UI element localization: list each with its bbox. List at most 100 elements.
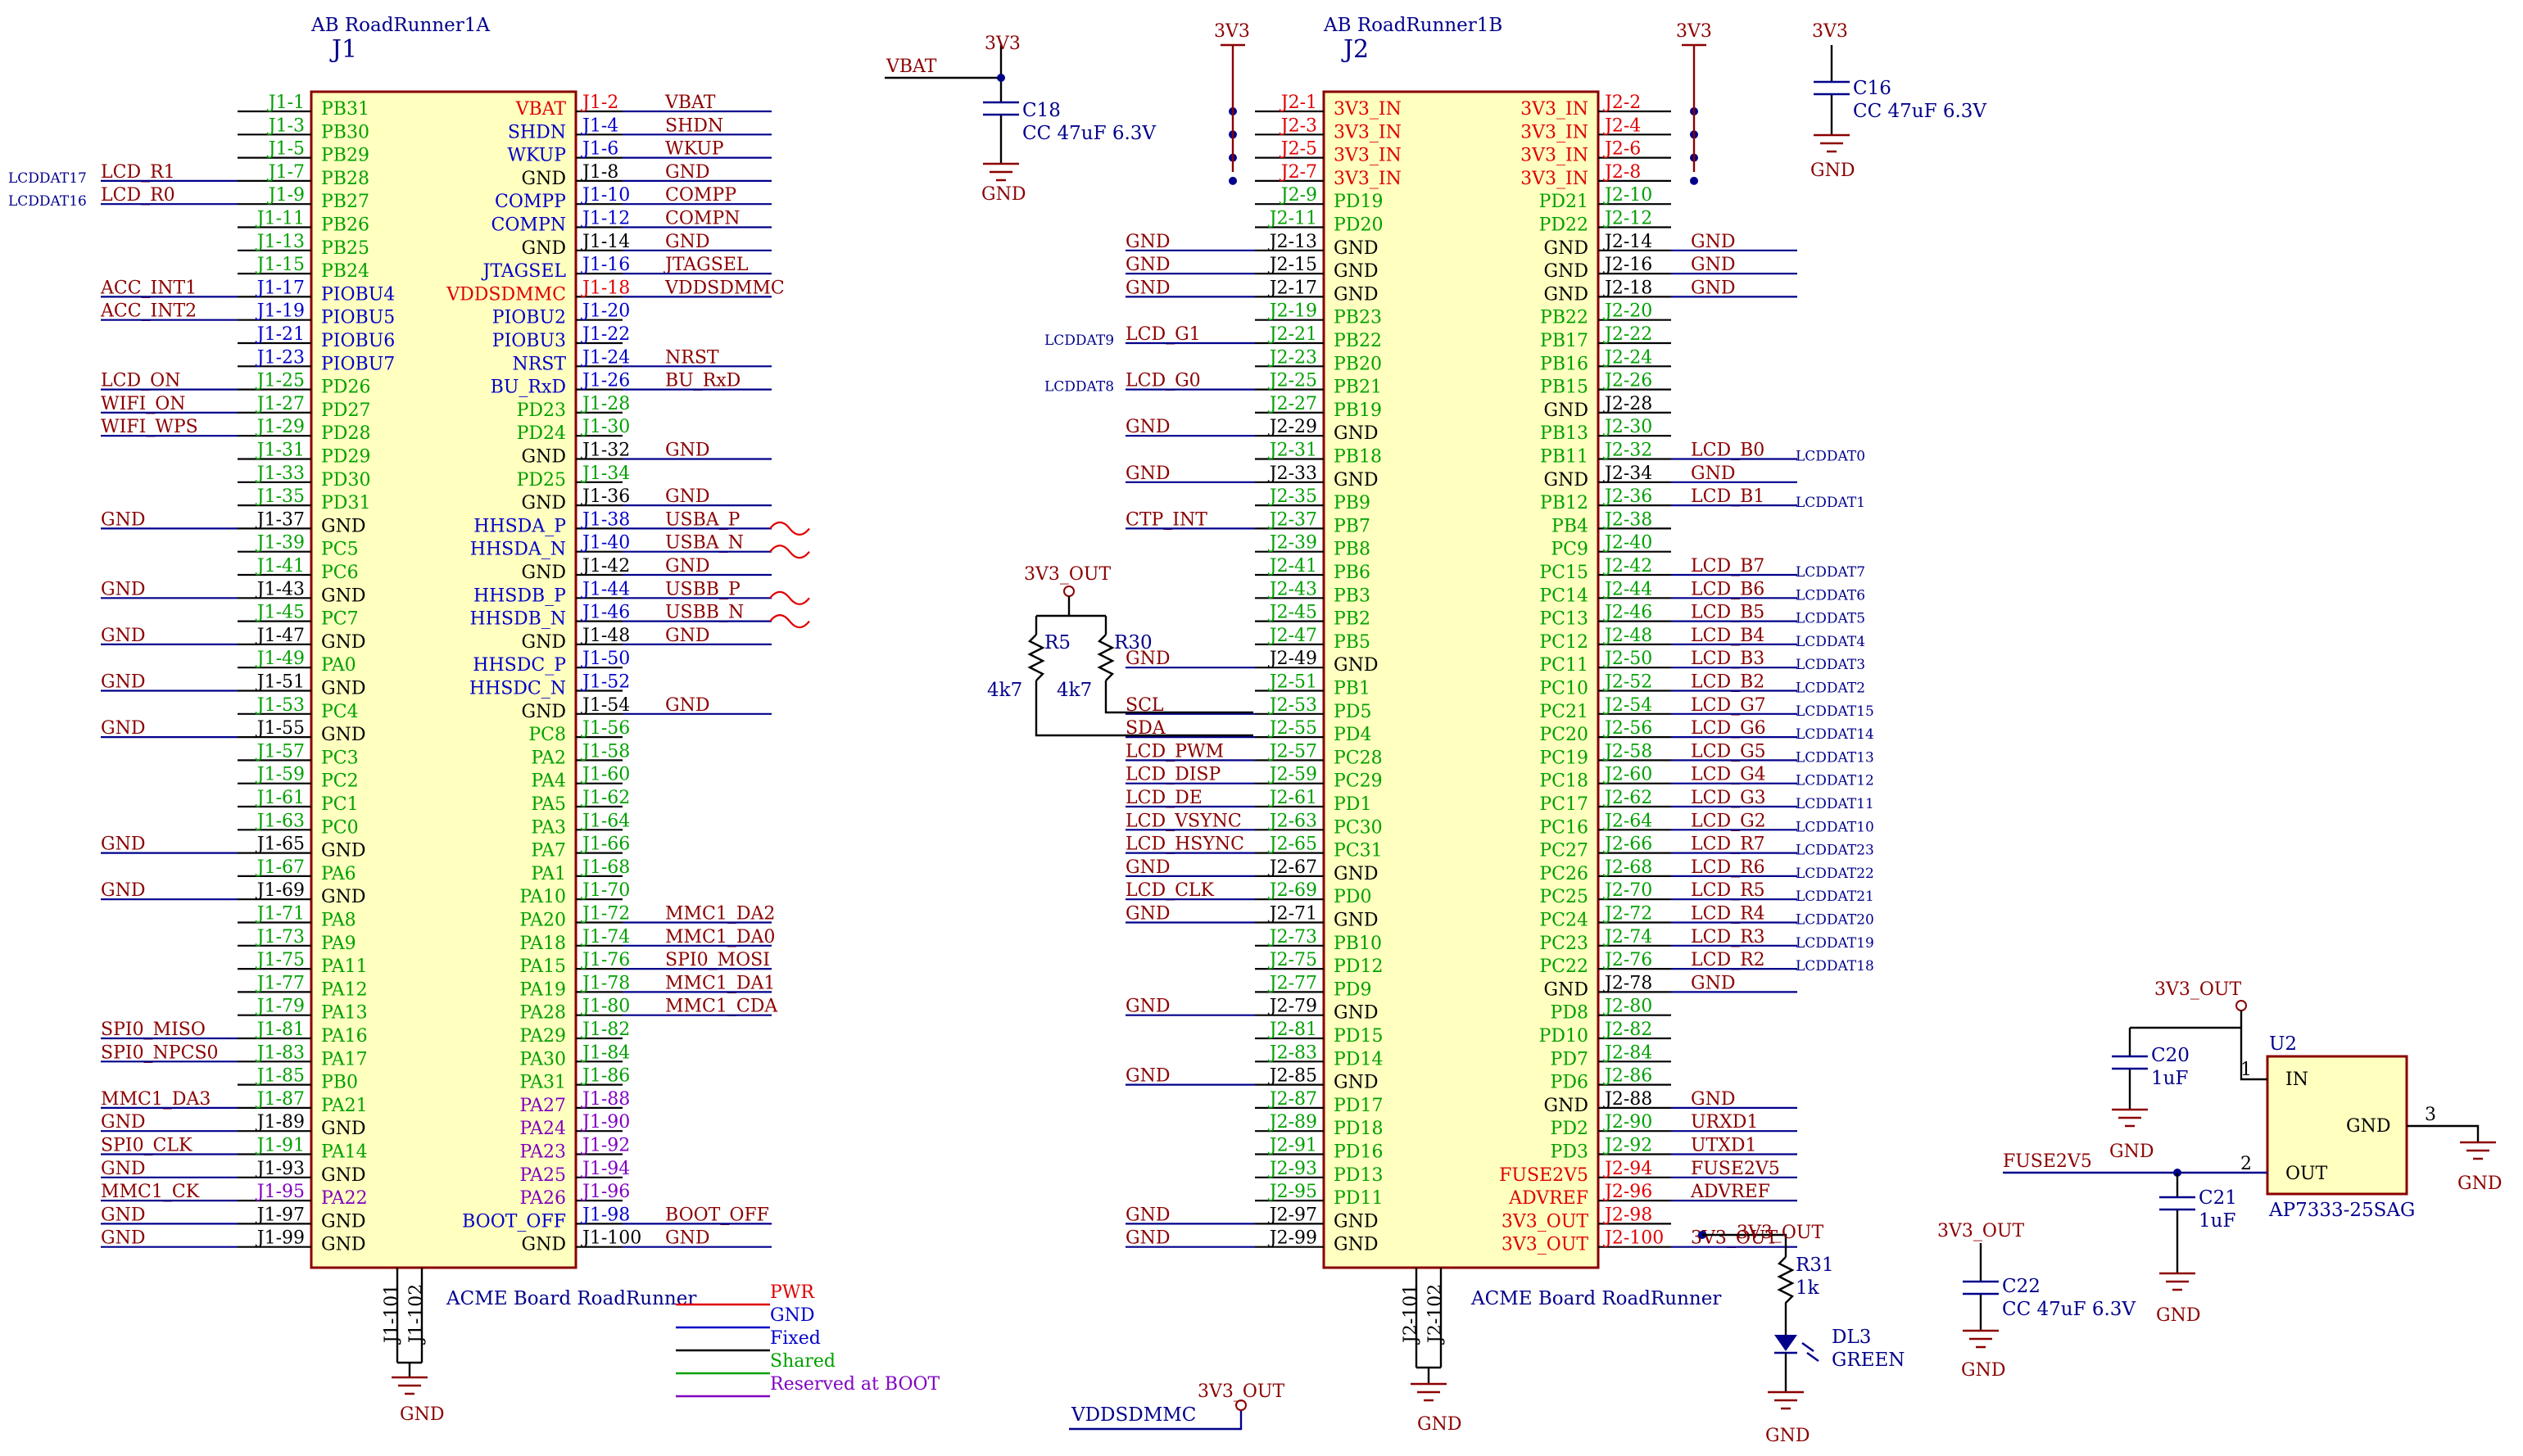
pin-number: J2-35 xyxy=(1268,486,1317,507)
pin-function: PD1 xyxy=(1334,794,1371,815)
pin-number: J2-93 xyxy=(1268,1159,1317,1179)
capacitor-c18: VBAT 3V3 C18 CC 47uF 6.3V GND xyxy=(885,34,1156,205)
pin-function: PD8 xyxy=(1551,1003,1588,1024)
pin-function: PA8 xyxy=(321,911,356,931)
pin-function: PB10 xyxy=(1334,934,1382,954)
pin-function: PC28 xyxy=(1334,748,1383,768)
pin-number: J2-18 xyxy=(1603,278,1652,298)
pin-number: J2-65 xyxy=(1268,834,1317,855)
net-label: LCD_B5 xyxy=(1691,603,1764,623)
net-label: URXD1 xyxy=(1691,1112,1758,1133)
r31-3v3out-net: 3V3_OUT xyxy=(1737,1223,1823,1243)
pin-number: J2-31 xyxy=(1268,441,1317,461)
pin-number: J1-5 xyxy=(267,139,305,160)
u2-in: IN xyxy=(2285,1069,2308,1090)
lcddat-label: LCDDAT12 xyxy=(1796,773,1874,789)
pin-number: J1-67 xyxy=(256,857,305,878)
pin-number: J2-39 xyxy=(1268,533,1317,554)
pin-function: PA15 xyxy=(519,956,566,977)
pin-function: PB13 xyxy=(1540,423,1588,444)
net-label: LCD_G5 xyxy=(1691,741,1766,762)
net-label: GND xyxy=(665,556,709,577)
net-label: GND xyxy=(101,509,145,530)
u2-ref: U2 xyxy=(2269,1033,2297,1055)
pin-number: J1-43 xyxy=(256,579,305,599)
net-label: JTAGSEL xyxy=(664,255,749,275)
r30-value: 4k7 xyxy=(1057,680,1092,701)
pin-number: J1-58 xyxy=(581,741,630,762)
pin-number: J1-80 xyxy=(581,997,630,1017)
pin-function: PA23 xyxy=(519,1142,566,1163)
u2-pin3: 3 xyxy=(2425,1105,2436,1125)
pin-number: J1-44 xyxy=(581,579,630,599)
pin-function: HHSDA_P xyxy=(473,516,566,536)
u2-gnd-net: GND xyxy=(2457,1173,2502,1194)
pin-function: GND xyxy=(321,632,365,653)
pin-function: GND xyxy=(1334,423,1378,444)
pin-function: PIOBU4 xyxy=(321,284,395,305)
pin-function: PA1 xyxy=(531,864,566,884)
pin-number: J2-55 xyxy=(1268,718,1317,739)
pin-function: PC9 xyxy=(1551,540,1588,560)
j1-gnd-net: GND xyxy=(400,1404,444,1425)
pin-number: J1-19 xyxy=(256,301,305,322)
lcddat-label: LCDDAT20 xyxy=(1796,912,1874,929)
capacitor-c22: 3V3_OUT C22 CC 47uF 6.3V GND xyxy=(1937,1221,2136,1381)
pin-number: J2-72 xyxy=(1603,904,1652,925)
c20-gnd-net: GND xyxy=(2109,1142,2154,1162)
pin-number: J2-92 xyxy=(1603,1136,1652,1156)
pin-function: GND xyxy=(1544,284,1588,305)
pin-function: PD26 xyxy=(321,378,370,398)
net-label: LCD_R4 xyxy=(1691,904,1765,925)
pin-function: NRST xyxy=(512,354,566,374)
pin-function: PC30 xyxy=(1334,817,1383,838)
pin-function: PB23 xyxy=(1334,308,1382,328)
net-label: LCD_DE xyxy=(1126,788,1203,808)
u2-body xyxy=(2266,1055,2408,1196)
pin-number: J2-78 xyxy=(1603,973,1652,993)
pin-function: COMPN xyxy=(491,215,566,236)
lcddat-label: LCDDAT3 xyxy=(1796,657,1865,673)
net-label: LCD_HSYNC xyxy=(1126,834,1244,855)
net-label: LCD_R2 xyxy=(1691,950,1765,970)
pin-number: J1-94 xyxy=(581,1159,630,1179)
pin-number: J2-70 xyxy=(1603,880,1652,901)
pin-function: PD27 xyxy=(321,400,370,421)
pin-function: PB28 xyxy=(321,169,369,189)
pin-function: PA20 xyxy=(519,911,566,931)
pin-number: J1-24 xyxy=(581,347,630,368)
lcddat-label: LCDDAT0 xyxy=(1796,449,1865,465)
pin-number: J2-96 xyxy=(1603,1182,1652,1202)
pin-number: J1-74 xyxy=(581,927,630,947)
pin-number: J1-89 xyxy=(256,1112,305,1133)
j1-ground-symbol xyxy=(392,1376,428,1395)
pin-number: J2-74 xyxy=(1603,927,1652,947)
net-label: GND xyxy=(665,232,709,252)
pin-function: PC10 xyxy=(1539,679,1588,699)
pin-number: J2-41 xyxy=(1268,556,1317,577)
pin-number: J2-52 xyxy=(1603,672,1652,693)
pin-number: J2-21 xyxy=(1268,324,1317,345)
pin-function: PA7 xyxy=(531,841,566,861)
pin-function: PC20 xyxy=(1539,725,1588,745)
pin-number: J1-9 xyxy=(267,185,305,206)
pin-function: GND xyxy=(1334,284,1378,305)
pin-number: J1-35 xyxy=(256,486,305,507)
pin-number: J1-99 xyxy=(256,1228,305,1249)
pin-number: J1-96 xyxy=(581,1182,630,1202)
pin-function: PA10 xyxy=(519,887,566,907)
pin-function: PB22 xyxy=(1540,308,1588,328)
pin-number: J2-4 xyxy=(1603,115,1641,136)
net-label: BOOT_OFF xyxy=(665,1205,769,1225)
pin-number: J1-54 xyxy=(581,695,630,716)
pin-function: PB6 xyxy=(1334,563,1370,583)
pin-function: ADVREF xyxy=(1508,1188,1588,1209)
lcddat-label: LCDDAT2 xyxy=(1796,681,1865,697)
net-label: GND xyxy=(101,1205,145,1225)
pin-function: PB5 xyxy=(1334,632,1370,653)
pin-function: PA29 xyxy=(519,1026,566,1047)
pin-number: J1-86 xyxy=(581,1066,630,1087)
pin-number: J2-13 xyxy=(1268,232,1317,252)
pin-function: PC27 xyxy=(1539,841,1588,861)
pin-function: GND xyxy=(321,679,365,699)
